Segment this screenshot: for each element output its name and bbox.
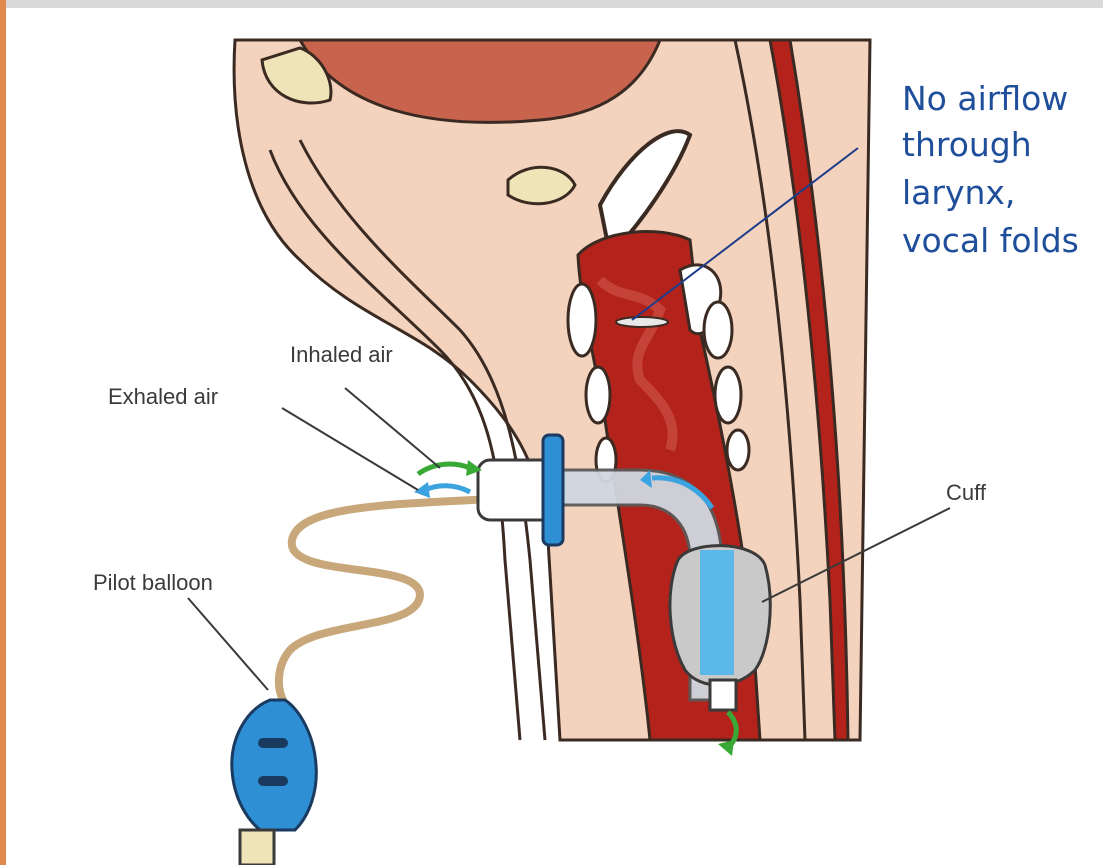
callout-line-4: vocal folds: [902, 221, 1079, 260]
tube-tip: [710, 680, 736, 710]
cartilage-ring: [704, 302, 732, 358]
pilot-balloon-body: [232, 700, 316, 830]
exit-arrowhead: [718, 740, 734, 756]
pilot-balloon-window: [258, 738, 288, 748]
inhale-arrow: [418, 464, 470, 474]
inhaled-air-label: Inhaled air: [290, 342, 393, 367]
callout-line-3: larynx,: [902, 173, 1015, 212]
callout-line-1: No airflow: [902, 79, 1068, 118]
pilot-balloon-label: Pilot balloon: [93, 570, 213, 595]
cuff-label: Cuff: [946, 480, 987, 505]
pilot-line: [279, 496, 540, 700]
exhaled-air-leader: [282, 408, 418, 490]
tube-flange: [543, 435, 563, 545]
pilot-balloon-leader: [188, 598, 268, 690]
cartilage-ring: [727, 430, 749, 470]
vocal-folds: [616, 317, 668, 327]
cuff-lumen: [700, 550, 734, 675]
pilot-valve: [240, 830, 274, 865]
exhale-arrow: [425, 486, 470, 492]
pilot-balloon-window: [258, 776, 288, 786]
exhaled-air-label: Exhaled air: [108, 384, 218, 409]
cartilage-ring: [568, 284, 596, 356]
callout-line-2: through: [902, 125, 1032, 164]
cartilage-ring: [586, 367, 610, 423]
inhaled-air-leader: [345, 388, 440, 468]
pilot-balloon-device: [232, 700, 316, 865]
callout-text: No airflow through larynx, vocal folds: [902, 79, 1079, 260]
cartilage-ring: [715, 367, 741, 423]
airflow-arrows: [414, 460, 482, 498]
